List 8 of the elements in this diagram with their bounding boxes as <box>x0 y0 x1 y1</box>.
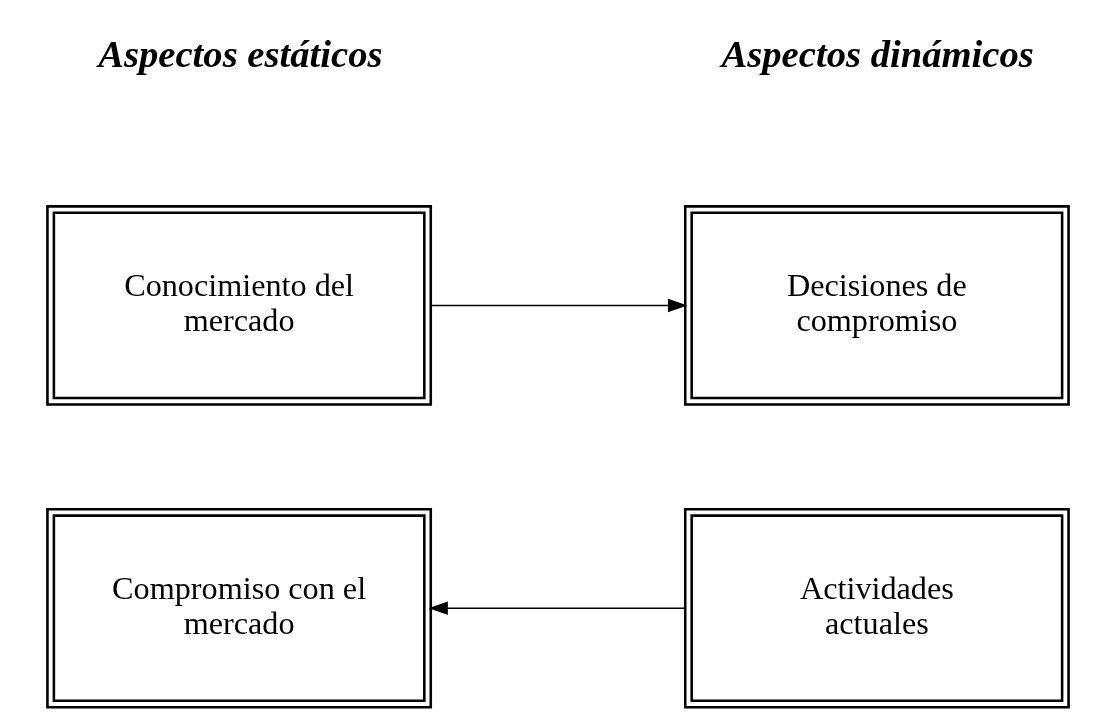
arrow <box>428 601 686 615</box>
node-box: Conocimiento del mercado <box>45 205 432 406</box>
label: Aspectos estáticos <box>97 32 383 75</box>
arrow <box>429 298 687 313</box>
node-box: Decisiones de compromiso <box>683 205 1070 406</box>
node-box: Actividades actuales <box>683 507 1070 709</box>
node-box: Compromiso con el mercado <box>45 507 432 709</box>
label: Aspectos dinámicos <box>720 32 1034 75</box>
